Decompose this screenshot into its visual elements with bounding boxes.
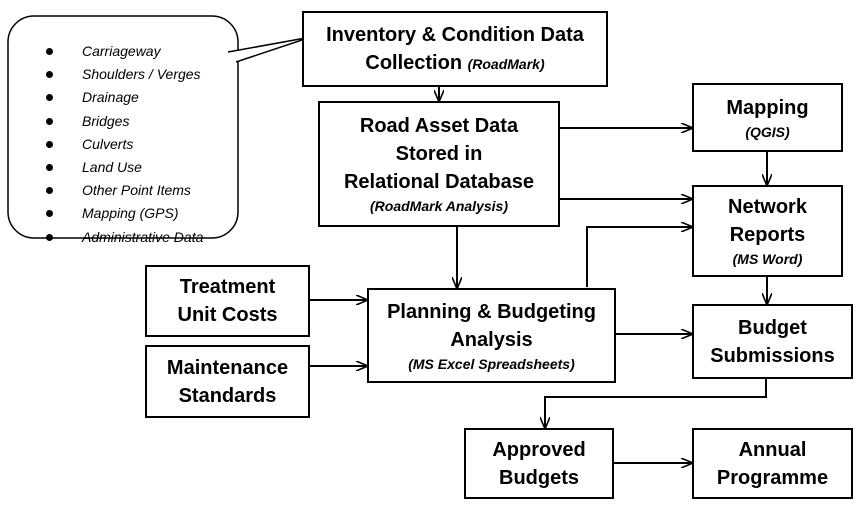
bullet-icon bbox=[46, 94, 53, 102]
bullet-icon bbox=[46, 187, 53, 195]
arrow-budget-to-approved bbox=[545, 379, 767, 428]
bullet-icon bbox=[46, 210, 53, 218]
network-reports-subtitle: (MS Word) bbox=[732, 251, 803, 267]
network-reports-box: Network Reports (MS Word) bbox=[692, 185, 843, 277]
callout-list-container: Carriageway Shoulders / Verges Drainage … bbox=[8, 16, 238, 245]
list-item: Other Point Items bbox=[44, 179, 203, 202]
budget-submissions-title: Budget Submissions bbox=[710, 316, 835, 367]
annual-programme-title: Annual Programme bbox=[716, 438, 829, 489]
bullet-icon bbox=[46, 164, 53, 172]
bullet-icon bbox=[46, 71, 53, 79]
mapping-box: Mapping (QGIS) bbox=[692, 83, 843, 152]
mapping-title: Mapping bbox=[726, 96, 809, 119]
list-item: Culverts bbox=[44, 133, 203, 156]
bullet-icon bbox=[46, 48, 53, 55]
road-asset-subtitle: (RoadMark Analysis) bbox=[370, 198, 508, 214]
budget-submissions-box: Budget Submissions bbox=[692, 304, 853, 379]
bullet-icon bbox=[46, 117, 53, 125]
arrow-planning-to-reports bbox=[586, 227, 692, 287]
maintenance-standards-title: Maintenance Standards bbox=[166, 356, 289, 407]
inventory-title-line1: Inventory & Condition Data bbox=[326, 23, 584, 46]
list-item: Administrative Data bbox=[44, 226, 203, 249]
list-item: Shoulders / Verges bbox=[44, 63, 203, 86]
list-item: Land Use bbox=[44, 156, 203, 179]
list-item: Carriageway bbox=[44, 40, 203, 63]
approved-budgets-box: Approved Budgets bbox=[464, 428, 614, 499]
planning-subtitle: (MS Excel Spreadsheets) bbox=[408, 355, 575, 372]
planning-title: Planning & Budgeting Analysis bbox=[387, 300, 596, 351]
annual-programme-box: Annual Programme bbox=[692, 428, 853, 499]
road-asset-database-box: Road Asset Data Stored in Relational Dat… bbox=[318, 101, 560, 227]
inventory-title-line2: Collection (RoadMark) bbox=[365, 49, 544, 78]
callout-bubble bbox=[7, 15, 312, 239]
inventory-title-collection: Collection bbox=[365, 51, 463, 74]
list-item: Bridges bbox=[44, 110, 203, 133]
treatment-unit-costs-title: Treatment Unit Costs bbox=[177, 276, 278, 326]
list-item: Drainage bbox=[44, 86, 203, 109]
inventory-collection-box: Inventory & Condition Data Collection (R… bbox=[302, 11, 608, 87]
planning-budgeting-box: Planning & Budgeting Analysis (MS Excel … bbox=[367, 288, 616, 383]
inventory-subtitle: (RoadMark) bbox=[467, 55, 545, 72]
treatment-unit-costs-box: Treatment Unit Costs bbox=[145, 265, 310, 337]
data-items-list: Carriageway Shoulders / Verges Drainage … bbox=[44, 40, 203, 249]
bullet-icon bbox=[46, 233, 53, 241]
road-asset-title: Road Asset Data Stored in Relational Dat… bbox=[343, 115, 535, 193]
connectors bbox=[310, 87, 767, 463]
bullet-icon bbox=[46, 140, 53, 148]
network-reports-title: Network Reports bbox=[728, 196, 807, 246]
mapping-subtitle: (QGIS) bbox=[745, 123, 790, 140]
maintenance-standards-box: Maintenance Standards bbox=[145, 345, 310, 418]
list-item: Mapping (GPS) bbox=[44, 202, 203, 225]
approved-budgets-title: Approved Budgets bbox=[492, 438, 586, 489]
